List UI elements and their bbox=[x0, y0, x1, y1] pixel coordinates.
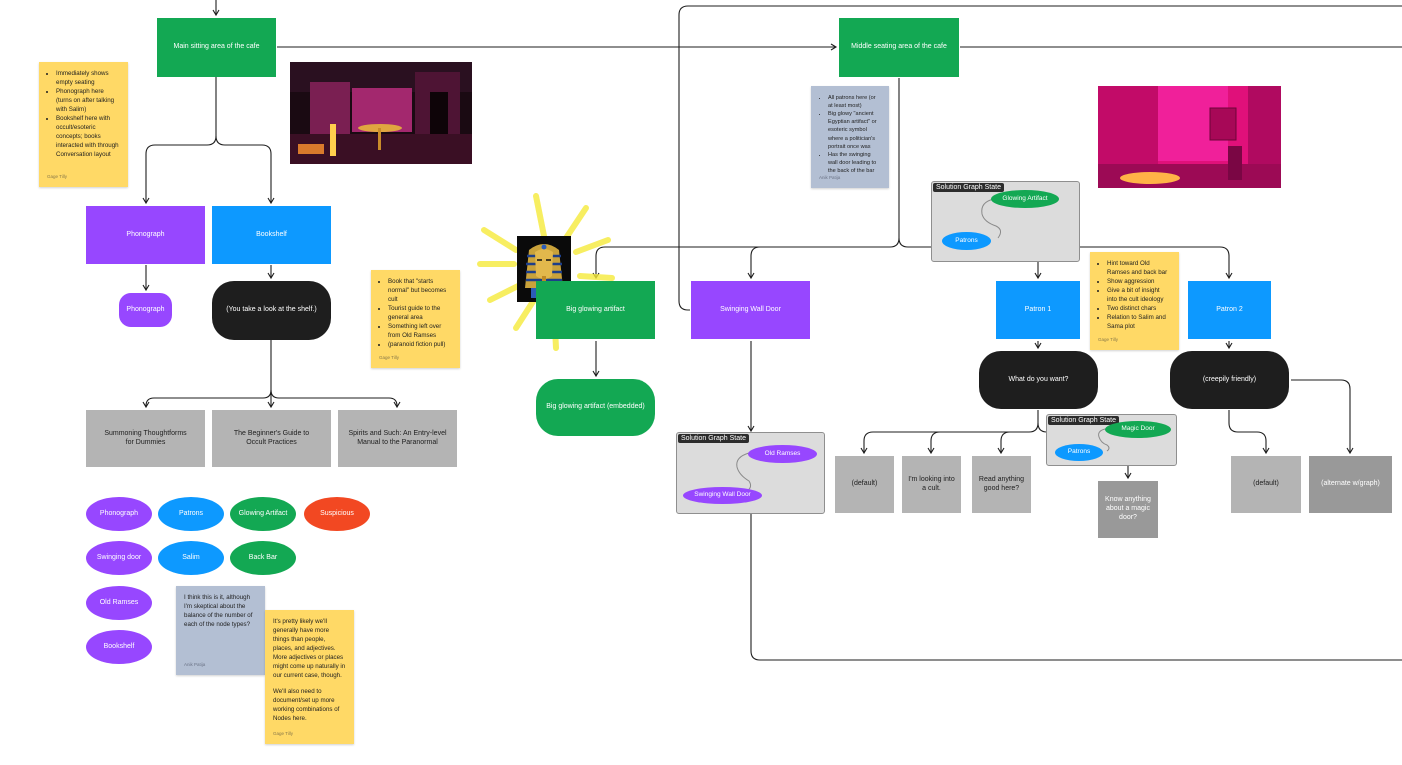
sticky-bullet: Two distinct chars bbox=[1107, 305, 1171, 314]
sticky-bullet: Phonograph here (turns on after talking … bbox=[56, 88, 120, 115]
sgs-swinging-wall-door[interactable]: Swinging Wall Door bbox=[683, 487, 762, 504]
sgs-glowing-artifact[interactable]: Glowing Artifact bbox=[991, 190, 1059, 208]
sticky-bullet: Has the swinging wall door leading to th… bbox=[828, 151, 881, 175]
legend-old-ramses[interactable]: Old Ramses bbox=[86, 586, 152, 620]
bookshelf-node[interactable]: Bookshelf bbox=[212, 206, 331, 264]
wire-to-artifact bbox=[592, 246, 760, 280]
patron1-default-node[interactable]: (default) bbox=[835, 456, 894, 513]
sticky-text: I think this is it, although I'm skeptic… bbox=[184, 594, 253, 628]
book-summoning-thoughtforms[interactable]: Summoning Thoughtforms for Dummies bbox=[86, 410, 205, 467]
sticky-bullet: Big glowy "ancient Egyptian artifact" or… bbox=[828, 110, 881, 151]
wire-shelf-to-book3 bbox=[270, 389, 401, 409]
wire-want-to-default bbox=[860, 410, 1039, 455]
legend-bookshelf[interactable]: Bookshelf bbox=[86, 630, 152, 664]
book-spirits-and-such[interactable]: Spirits and Such: An Entry-level Manual … bbox=[338, 410, 457, 467]
phonograph-output-node[interactable]: Phonograph bbox=[119, 293, 172, 327]
sticky-author: Gage Tilly bbox=[47, 174, 68, 180]
sticky-author: Anik Patija bbox=[819, 175, 841, 181]
wire-want-to-cult bbox=[927, 431, 941, 455]
what-do-you-want-node[interactable]: What do you want? bbox=[979, 351, 1098, 409]
sticky-note-middle-area[interactable]: All patrons here (or at least most) Big … bbox=[811, 86, 889, 188]
sticky-author: Gage Tilly bbox=[379, 355, 400, 361]
sticky-note-patrons[interactable]: Hint toward Old Ramses and back bar Show… bbox=[1090, 252, 1179, 350]
wire-main-to-phonograph bbox=[142, 77, 217, 205]
wire-creepy-to-alt bbox=[1291, 379, 1354, 455]
cafe-render-photo-left bbox=[290, 62, 472, 164]
sticky-text: It's pretty likely we'll generally have … bbox=[273, 618, 346, 679]
patron1-magic-door-node[interactable]: Know anything about a magic door? bbox=[1098, 481, 1158, 538]
sgs-patrons[interactable]: Patrons bbox=[942, 232, 991, 250]
book-beginners-guide[interactable]: The Beginner's Guide to Occult Practices bbox=[212, 410, 331, 467]
sticky-note-books[interactable]: Book that "starts normal" but becomes cu… bbox=[371, 270, 460, 368]
wire-big-loop-top bbox=[678, 5, 1402, 311]
sticky-bullet: Give a bit of insight into the cult ideo… bbox=[1107, 287, 1171, 305]
sgs-old-ramses[interactable]: Old Ramses bbox=[748, 445, 817, 463]
middle-seating-area-node[interactable]: Middle seating area of the cafe bbox=[839, 18, 959, 77]
swinging-wall-door-node[interactable]: Swinging Wall Door bbox=[691, 281, 810, 339]
sticky-text: We'll also need to document/set up more … bbox=[273, 687, 340, 722]
sticky-bullet: Show aggression bbox=[1107, 278, 1171, 287]
sticky-bullet: Book that "starts normal" but becomes cu… bbox=[388, 278, 452, 305]
sticky-author: Gage Tilly bbox=[1098, 337, 1119, 343]
patron1-read-node[interactable]: Read anything good here? bbox=[972, 456, 1031, 513]
sticky-bullet: (paranoid fiction pull) bbox=[388, 341, 452, 350]
wire-shelf-to-book1 bbox=[142, 340, 272, 409]
legend-glowing-artifact[interactable]: Glowing Artifact bbox=[230, 497, 296, 531]
sticky-bullet: Bookshelf here with occult/esoteric conc… bbox=[56, 115, 120, 160]
solution-graph-state-title: Solution Graph State bbox=[678, 434, 749, 443]
wire-want-to-read bbox=[997, 431, 1011, 455]
main-sitting-area-node[interactable]: Main sitting area of the cafe bbox=[157, 18, 276, 77]
sticky-bullet: Tourist guide to the general area bbox=[388, 305, 452, 323]
sticky-author: Gage Tilly bbox=[273, 731, 294, 737]
shelf-look-node[interactable]: (You take a look at the shelf.) bbox=[212, 281, 331, 340]
legend-swinging-door[interactable]: Swinging door bbox=[86, 541, 152, 575]
yellow-highlight-scribble bbox=[477, 193, 615, 351]
sticky-note-main-area[interactable]: Immediately shows empty seating Phonogra… bbox=[39, 62, 128, 187]
solution-graph-state-title: Solution Graph State bbox=[933, 183, 1004, 192]
sgs-connector bbox=[1098, 428, 1110, 452]
big-glowing-artifact-node[interactable]: Big glowing artifact bbox=[536, 281, 655, 339]
big-glowing-artifact-embedded-node[interactable]: Big glowing artifact (embedded) bbox=[536, 379, 655, 436]
patron-1-node[interactable]: Patron 1 bbox=[996, 281, 1080, 339]
sticky-bullet: Hint toward Old Ramses and back bar bbox=[1107, 260, 1171, 278]
wire-main-to-bookshelf bbox=[215, 135, 275, 205]
sticky-bullet: Something left over from Old Ramses bbox=[388, 323, 452, 341]
solution-graph-state-magic-door[interactable]: Solution Graph State Magic Door Patrons bbox=[1046, 414, 1177, 466]
sticky-bullet: Immediately shows empty seating bbox=[56, 70, 120, 88]
sgs-connector bbox=[736, 452, 752, 492]
phonograph-node[interactable]: Phonograph bbox=[86, 206, 205, 264]
legend-suspicious[interactable]: Suspicious bbox=[304, 497, 370, 531]
patron2-alternate-graph-node[interactable]: (alternate w/graph) bbox=[1309, 456, 1392, 513]
patron1-cult-node[interactable]: I'm looking into a cult. bbox=[902, 456, 961, 513]
solution-graph-state-title: Solution Graph State bbox=[1048, 416, 1119, 425]
legend-patrons[interactable]: Patrons bbox=[158, 497, 224, 531]
creepily-friendly-node[interactable]: (creepily friendly) bbox=[1170, 351, 1289, 409]
solution-graph-state-artifact[interactable]: Solution Graph State Glowing Artifact Pa… bbox=[931, 181, 1080, 262]
wire-creepy-to-default bbox=[1228, 410, 1270, 455]
sticky-bullet: All patrons here (or at least most) bbox=[828, 94, 881, 110]
cafe-render-photo-right bbox=[1098, 86, 1281, 188]
sgs-patrons[interactable]: Patrons bbox=[1055, 444, 1103, 461]
patron2-default-node[interactable]: (default) bbox=[1231, 456, 1301, 513]
sticky-note-balance-comment[interactable]: I think this is it, although I'm skeptic… bbox=[176, 586, 265, 675]
sgs-connector bbox=[981, 198, 1002, 239]
legend-phonograph[interactable]: Phonograph bbox=[86, 497, 152, 531]
legend-salim[interactable]: Salim bbox=[158, 541, 224, 575]
legend-back-bar[interactable]: Back Bar bbox=[230, 541, 296, 575]
sticky-note-node-counts[interactable]: It's pretty likely we'll generally have … bbox=[265, 610, 354, 744]
sticky-bullet: Relation to Salim and Sama plot bbox=[1107, 314, 1171, 332]
wire-door-bottom-loop bbox=[750, 514, 1402, 661]
patron-2-node[interactable]: Patron 2 bbox=[1188, 281, 1271, 339]
sgs-magic-door[interactable]: Magic Door bbox=[1105, 421, 1171, 438]
sticky-author: Anik Patija bbox=[184, 662, 206, 668]
solution-graph-state-door[interactable]: Solution Graph State Old Ramses Swinging… bbox=[676, 432, 825, 514]
